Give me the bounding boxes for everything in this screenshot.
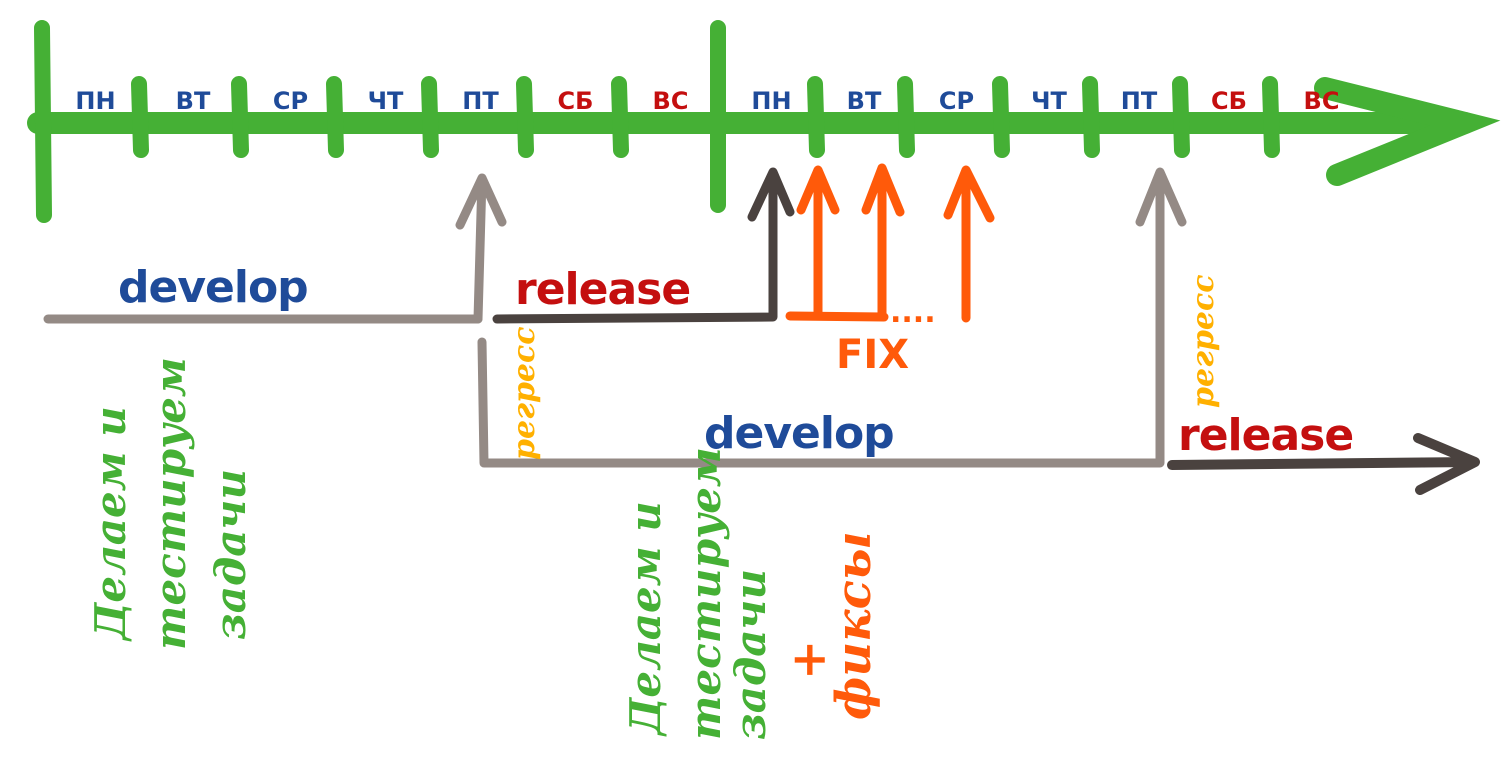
fix-label: FIX	[836, 332, 909, 378]
day-label-2-3: СР	[939, 87, 974, 115]
note-1-line-3: задачи	[206, 469, 255, 640]
day-label-1-3: СР	[273, 87, 308, 115]
release-branch-line-2	[1167, 433, 1480, 495]
day-label-1-7: ВС	[653, 87, 689, 115]
day-label-1-2: ВТ	[176, 87, 211, 115]
regress-label-1: регресс	[507, 326, 542, 460]
fix-arrow-3	[943, 165, 995, 323]
day-label-2-4: ЧТ	[1031, 87, 1067, 115]
day-tick	[611, 76, 629, 158]
release-label-1: release	[515, 264, 690, 315]
note-1-line-2: тестируем	[146, 357, 195, 650]
day-tick	[897, 76, 915, 158]
day-tick	[421, 76, 439, 158]
day-label-2-2: ВТ	[847, 87, 882, 115]
fix-arrow-1	[796, 165, 840, 320]
day-label-1-4: ЧТ	[368, 87, 404, 115]
day-label-2-6: СБ	[1211, 87, 1247, 115]
note-2-plus: +	[781, 640, 837, 680]
day-tick	[1172, 76, 1190, 158]
day-label-1-1: ПН	[75, 87, 115, 115]
note-2-fixes: фиксы	[826, 531, 882, 720]
day-tick	[231, 76, 249, 158]
day-label-2-1: ПН	[751, 87, 791, 115]
fix-arrows	[785, 163, 995, 323]
develop-branch-line-2	[477, 167, 1187, 468]
day-tick	[807, 76, 825, 158]
timeline	[27, 20, 1501, 223]
day-tick	[131, 76, 149, 158]
week-1-start-marker	[34, 20, 52, 223]
note-2-line-1: Делаем и	[621, 501, 670, 737]
timeline-arrowhead	[1314, 77, 1501, 186]
regress-label-2: регресс	[1186, 274, 1221, 408]
develop-label-1: develop	[118, 262, 308, 313]
day-tick	[992, 76, 1010, 158]
merge-arrow-develop-to-release	[455, 173, 507, 324]
day-tick	[516, 76, 534, 158]
note-2: Делаем и тестируем задачи + фиксы	[621, 447, 882, 740]
day-tick	[1082, 76, 1100, 158]
develop-label-2: develop	[704, 408, 894, 459]
note-2-line-3: задачи	[726, 569, 775, 740]
note-1-line-1: Делаем и	[86, 406, 135, 642]
release-branch-line-1	[492, 167, 795, 324]
note-2-line-2: тестируем	[681, 447, 730, 740]
day-label-1-5: ПТ	[462, 87, 499, 115]
fix-dots: ....	[890, 295, 936, 330]
day-label-1-6: СБ	[558, 87, 594, 115]
day-label-2-5: ПТ	[1121, 87, 1158, 115]
day-tick	[1262, 76, 1280, 158]
day-tick	[326, 76, 344, 158]
release-label-2: release	[1178, 410, 1353, 461]
fix-arrow-2	[861, 163, 905, 320]
fix-baseline	[785, 311, 889, 322]
day-labels: ПН ВТ СР ЧТ ПТ СБ ВС ПН ВТ СР ЧТ ПТ СБ ВС	[75, 87, 1339, 115]
day-label-2-7: ВС	[1304, 87, 1340, 115]
note-1: Делаем и тестируем задачи	[86, 357, 255, 650]
